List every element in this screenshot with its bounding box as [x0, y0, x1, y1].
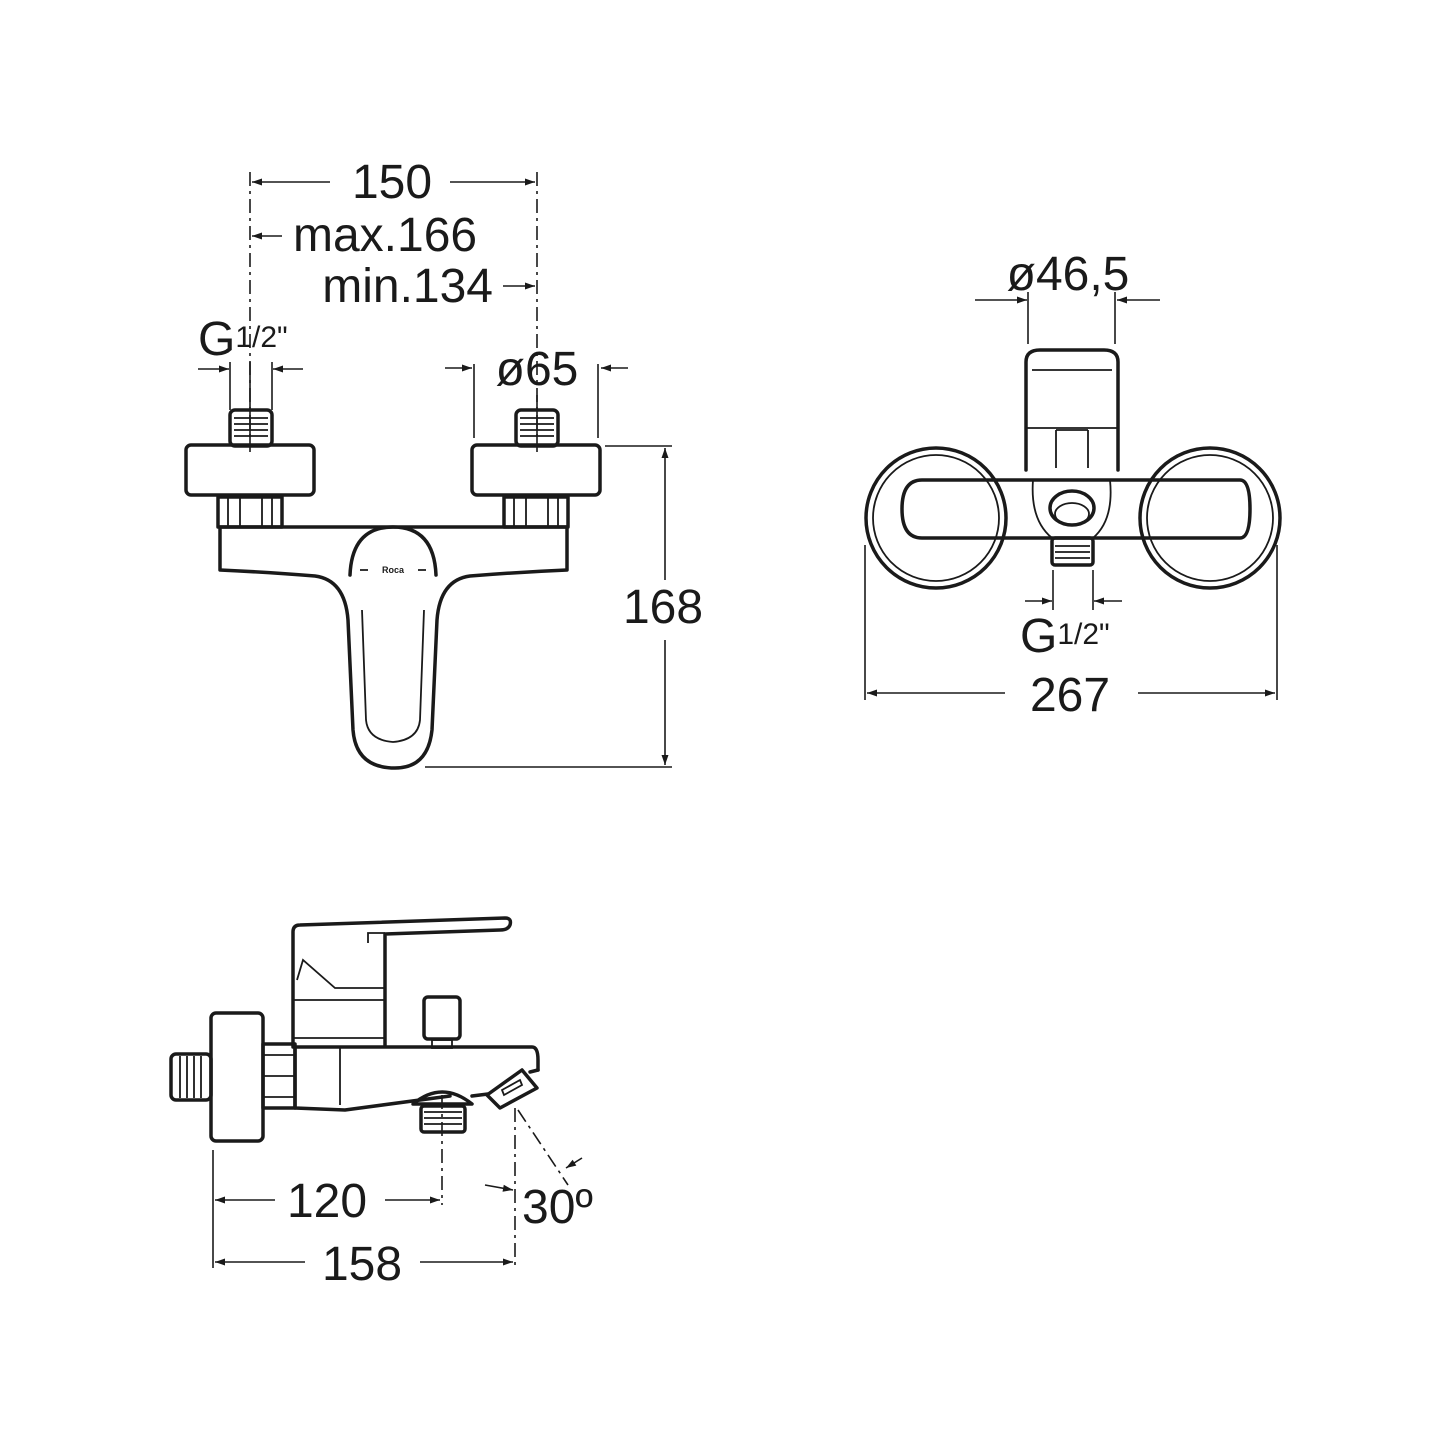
- wall-flange: [209, 1011, 265, 1143]
- thread-g: G: [1020, 610, 1057, 663]
- dimension-arrow: [484, 1184, 514, 1192]
- dim-spout-angle: 30º: [522, 1181, 593, 1234]
- mixer-body: [218, 525, 569, 770]
- aerator: [485, 1068, 539, 1110]
- dim-overall-width: 267: [1030, 669, 1110, 722]
- dim-center-distance: 150: [352, 156, 432, 209]
- body-bar: [900, 478, 1252, 540]
- dim-flange-diameter: ø65: [496, 343, 579, 396]
- wall-flange-left: [864, 446, 1008, 590]
- dim-max: max.166: [293, 209, 477, 262]
- flange-right: [470, 443, 602, 497]
- brand-logo: Roca: [382, 565, 405, 575]
- thread-fraction: 1/2": [235, 321, 287, 354]
- dim-overall-projection: 158: [322, 1238, 402, 1291]
- top-view: ø46,5 G1/2" 267: [864, 248, 1282, 722]
- dim-min: min.134: [322, 260, 493, 313]
- handle: [1024, 348, 1120, 472]
- outlet-thread: [1050, 536, 1095, 567]
- flange-left: [184, 443, 316, 497]
- thread-g: G: [198, 313, 235, 366]
- side-view: 120 30º 158: [169, 916, 593, 1291]
- dim-outlet-thread: G1/2": [1020, 610, 1110, 663]
- dimension-arrow: [565, 1157, 583, 1169]
- lever: [291, 916, 513, 1049]
- bottom-outlet: [411, 1090, 474, 1106]
- wall-flange-right: [1138, 446, 1282, 590]
- dim-outlet-projection: 120: [287, 1175, 367, 1228]
- dim-inlet-thread: G1/2": [198, 313, 288, 366]
- diverter-knob: [422, 995, 462, 1041]
- lever-top: [348, 525, 438, 577]
- thread-fraction: 1/2": [1057, 618, 1109, 651]
- dim-height: 168: [623, 581, 703, 634]
- front-view: 150 max.166 min.134 G1/2" ø65: [184, 156, 703, 770]
- outlet-thread: [419, 1104, 467, 1134]
- dim-handle-diameter: ø46,5: [1007, 248, 1130, 301]
- inlet-thread: [169, 1052, 213, 1102]
- inlet-thread-left: [228, 408, 274, 448]
- spout-body: [293, 1045, 540, 1112]
